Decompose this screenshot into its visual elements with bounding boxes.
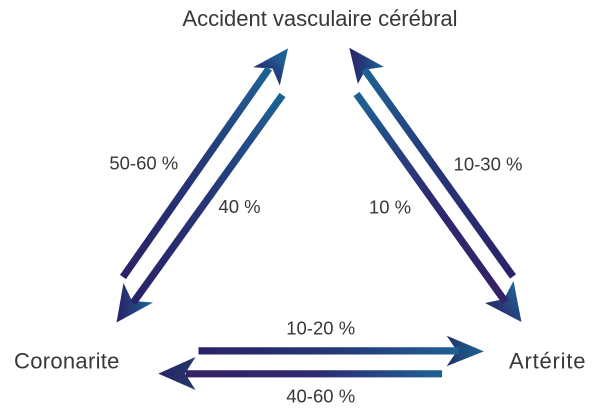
- svg-text:Accident vasculaire cérébral: Accident vasculaire cérébral: [182, 6, 457, 31]
- svg-text:50-60 %: 50-60 %: [109, 153, 178, 174]
- svg-text:Artérite: Artérite: [509, 349, 586, 374]
- svg-text:10 %: 10 %: [369, 197, 411, 218]
- svg-text:40-60 %: 40-60 %: [286, 386, 355, 407]
- svg-text:40 %: 40 %: [218, 196, 260, 217]
- svg-text:10-30 %: 10-30 %: [454, 154, 523, 175]
- svg-text:Coronarite: Coronarite: [14, 349, 120, 374]
- svg-text:10-20 %: 10-20 %: [286, 318, 355, 339]
